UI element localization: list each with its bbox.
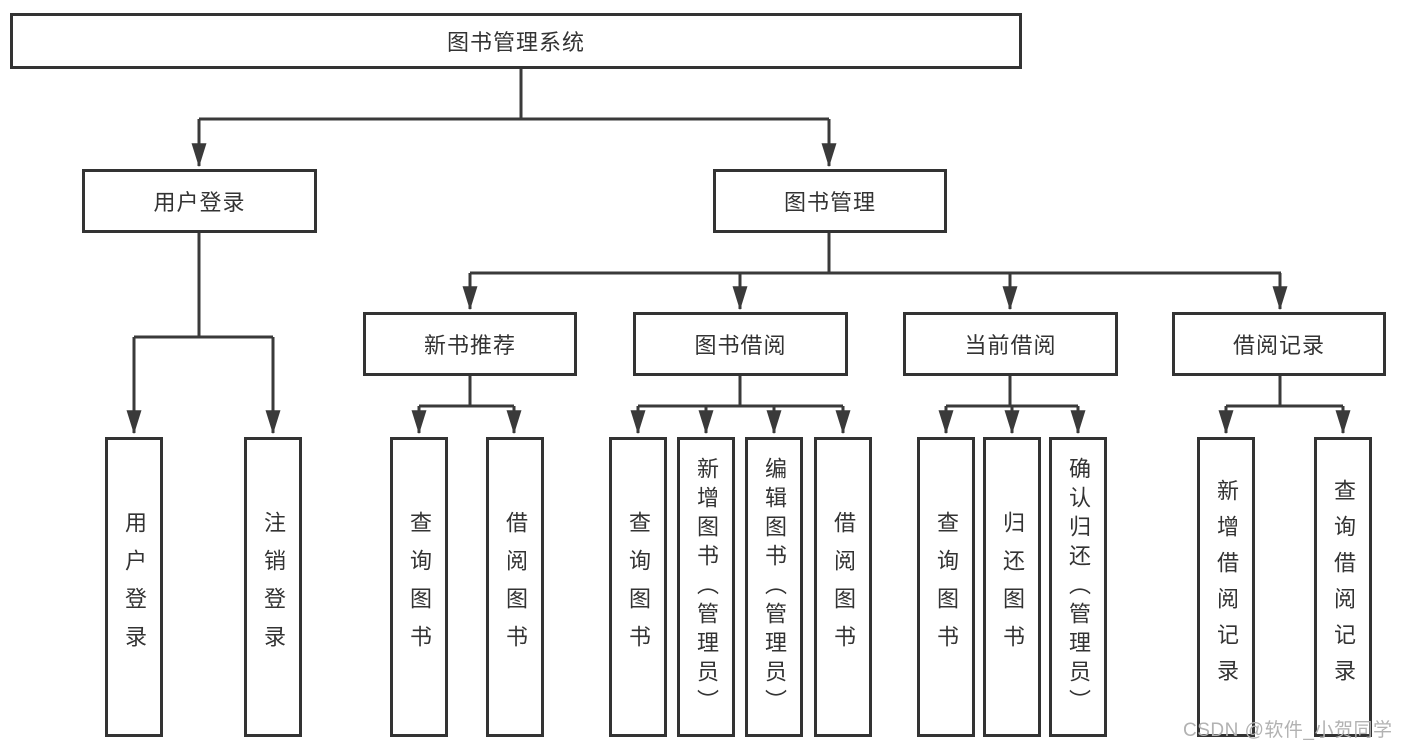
node-borrow-records: 借阅记录 [1172,312,1386,376]
leaf-logout: 注销登录 [244,437,302,737]
leaf-add-books-admin: 新增图书（管理员） [677,437,735,737]
node-borrow-records-label: 借阅记录 [1232,333,1325,358]
node-user-login-label: 用户登录 [153,190,246,215]
leaf-query-books-recommend: 查询图书 [390,437,448,737]
node-book-borrow-label: 图书借阅 [694,333,787,358]
leaf-edit-books-admin-label: 编辑图书（管理员） [762,456,787,718]
node-book-borrow: 图书借阅 [633,312,848,376]
node-root-library-system: 图书管理系统 [10,13,1022,69]
node-book-management: 图书管理 [713,169,947,233]
node-current-borrow: 当前借阅 [903,312,1118,376]
leaf-add-borrow-record: 新增借阅记录 [1197,437,1255,737]
leaf-return-books-label: 归还图书 [1000,511,1025,663]
leaf-logout-label: 注销登录 [261,511,286,663]
leaf-query-books-current-label: 查询图书 [934,511,959,663]
leaf-query-books-borrow: 查询图书 [609,437,667,737]
leaf-query-books-recommend-label: 查询图书 [407,511,432,663]
leaf-edit-books-admin: 编辑图书（管理员） [745,437,803,737]
node-root-label: 图书管理系统 [446,30,585,55]
leaf-add-books-admin-label: 新增图书（管理员） [694,456,719,718]
leaf-confirm-return-admin: 确认归还（管理员） [1049,437,1107,737]
leaf-borrow-books-recommend-label: 借阅图书 [503,511,528,663]
leaf-borrow-books-recommend: 借阅图书 [486,437,544,737]
node-new-book-recommend-label: 新书推荐 [423,333,516,358]
leaf-add-borrow-record-label: 新增借阅记录 [1214,479,1239,695]
node-book-management-label: 图书管理 [783,190,876,215]
leaf-borrow-books: 借阅图书 [814,437,872,737]
leaf-query-borrow-record: 查询借阅记录 [1314,437,1372,737]
csdn-watermark: CSDN @软件_小贺同学 [1183,720,1393,741]
leaf-user-login-label: 用户登录 [122,511,147,663]
leaf-user-login: 用户登录 [105,437,163,737]
leaf-query-borrow-record-label: 查询借阅记录 [1331,479,1356,695]
node-new-book-recommend: 新书推荐 [363,312,577,376]
node-current-borrow-label: 当前借阅 [964,333,1057,358]
node-user-login: 用户登录 [82,169,317,233]
leaf-borrow-books-label: 借阅图书 [831,511,856,663]
leaf-confirm-return-admin-label: 确认归还（管理员） [1066,456,1091,718]
leaf-query-books-current: 查询图书 [917,437,975,737]
leaf-return-books: 归还图书 [983,437,1041,737]
leaf-query-books-borrow-label: 查询图书 [626,511,651,663]
